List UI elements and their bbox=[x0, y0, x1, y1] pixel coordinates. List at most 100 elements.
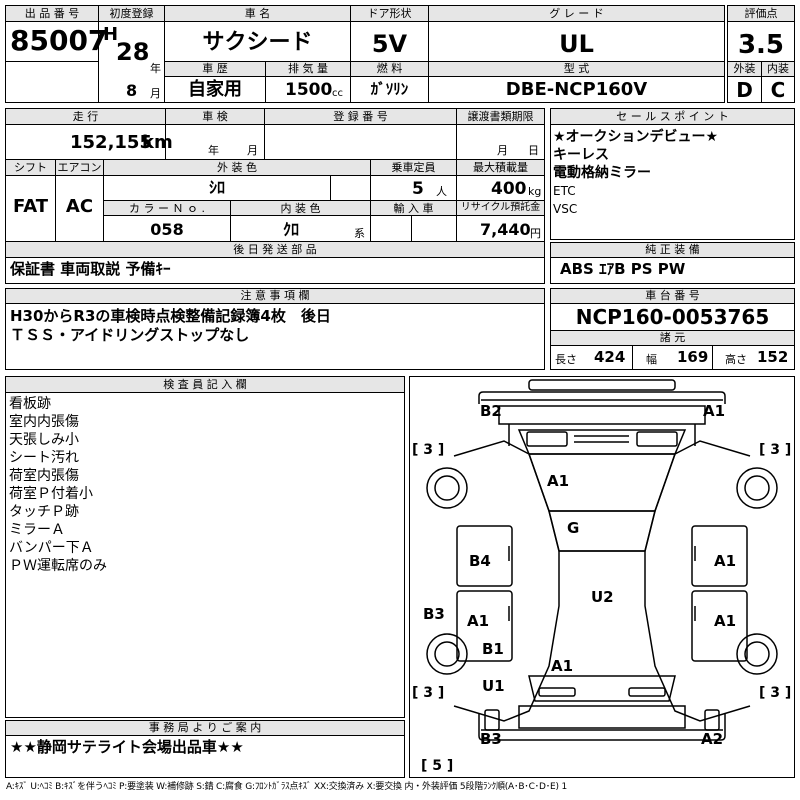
shift: FAT bbox=[12, 196, 49, 217]
inspector-line: 看板跡 bbox=[9, 396, 51, 412]
tire-rear-right: [ 3 ] bbox=[759, 685, 791, 701]
history-label: 車 歴 bbox=[202, 62, 228, 75]
inspector-line: 荷室Ｐ付着小 bbox=[9, 486, 93, 502]
mark-a1-bottom: A1 bbox=[551, 657, 573, 675]
regno-label: 登 録 番 号 bbox=[333, 110, 388, 123]
width-label: 幅 bbox=[646, 353, 657, 366]
exterior-grade: D bbox=[736, 78, 753, 102]
mark-a1-left-lower: A1 bbox=[467, 612, 489, 630]
model-code: DBE-NCP160V bbox=[505, 79, 648, 100]
capacity-label: 乗車定員 bbox=[391, 161, 436, 174]
sales-points-box bbox=[550, 108, 795, 240]
score-label-row bbox=[728, 6, 794, 21]
mark-b3-left: B3 bbox=[423, 605, 445, 623]
inspector-label: 検 査 員 記 入 欄 bbox=[163, 378, 247, 391]
inspector-line: タッチＰ跡 bbox=[9, 504, 79, 520]
sales-point: ★オークションデビュー★ bbox=[553, 129, 719, 145]
color-number: 058 bbox=[150, 220, 184, 239]
score: 3.5 bbox=[737, 30, 785, 60]
mark-g: G bbox=[567, 519, 579, 537]
load-label: 最大積載量 bbox=[473, 161, 528, 174]
capacity-unit: 人 bbox=[436, 185, 447, 198]
inspector-line: バンパー下Ａ bbox=[9, 540, 94, 556]
legend: A:ｷｽﾞ U:ﾍｺﾐ B:ｷｽﾞを伴うﾍｺﾐ P:要塗装 W:補修跡 S:錆 … bbox=[6, 782, 567, 792]
mileage: 152,155 bbox=[70, 132, 152, 153]
inspection-year-unit: 年 bbox=[208, 144, 219, 157]
mark-u1: U1 bbox=[482, 677, 505, 695]
recycle-fee: 7,440 bbox=[480, 220, 531, 239]
displacement: 1500 bbox=[285, 80, 333, 100]
length: 424 bbox=[594, 348, 626, 366]
interior-grade: C bbox=[770, 78, 786, 102]
length-label: 長さ bbox=[555, 353, 577, 366]
reg-year: 28 bbox=[116, 38, 150, 66]
ac-label: エアコン bbox=[57, 161, 102, 174]
specs-label: 諸 元 bbox=[659, 331, 686, 344]
deadline-month-unit: 月 bbox=[497, 144, 508, 157]
grade: UL bbox=[559, 30, 594, 58]
inspection-month-unit: 月 bbox=[247, 144, 258, 157]
mark-roof-a1: A1 bbox=[547, 472, 569, 490]
month-unit: 月 bbox=[150, 87, 161, 100]
sales-point: VSC bbox=[553, 202, 578, 216]
mark-b3-bottom: B3 bbox=[480, 730, 502, 748]
lot-number: 85007 bbox=[10, 24, 108, 57]
era: H bbox=[103, 24, 119, 45]
first-reg-label: 初度登録 bbox=[109, 7, 154, 20]
door-label: ドア形状 bbox=[367, 7, 412, 20]
deadline-label: 譲渡書類期限 bbox=[467, 110, 534, 123]
load-unit: kg bbox=[528, 185, 542, 198]
color-label: 外 装 色 bbox=[217, 161, 257, 174]
capacity: 5 bbox=[412, 179, 424, 199]
inspection-label: 車 検 bbox=[202, 110, 228, 123]
notes-label: 注 意 事 項 欄 bbox=[240, 289, 310, 302]
inspector-line: ＰＷ運転席のみ bbox=[9, 558, 107, 574]
genuine-label: 純 正 装 備 bbox=[645, 243, 700, 256]
car-outline: B2 A1 A1 G B4 A1 U2 B3 A1 A1 B1 A1 U1 B3… bbox=[412, 379, 791, 774]
interior-unit: 系 bbox=[354, 227, 365, 240]
tire-rear-left: [ 3 ] bbox=[412, 685, 444, 701]
year-unit: 年 bbox=[150, 62, 161, 75]
sales-point: キーレス bbox=[553, 147, 609, 163]
mark-b4: B4 bbox=[469, 552, 491, 570]
office-label: 事 務 局 よ り ご 案 内 bbox=[148, 721, 262, 734]
deadline-day-unit: 日 bbox=[528, 144, 539, 157]
mark-a2: A2 bbox=[701, 730, 723, 748]
notes-line2: ＴＳＳ・アイドリングストップなし bbox=[10, 326, 250, 344]
car-name: サクシード bbox=[202, 30, 313, 55]
tire-front-left: [ 3 ] bbox=[412, 442, 444, 458]
car-name-label: 車 名 bbox=[244, 7, 271, 20]
width: 169 bbox=[677, 348, 709, 366]
lot-no-label: 出 品 番 号 bbox=[24, 7, 80, 20]
body-color: ｼﾛ bbox=[208, 178, 225, 197]
inspector-line: 荷室内張傷 bbox=[9, 468, 79, 484]
mark-u2: U2 bbox=[591, 588, 614, 606]
office-message: ★★静岡サテライト会場出品車★★ bbox=[10, 738, 244, 756]
header-label-row2 bbox=[164, 62, 724, 76]
later-parts-label: 後 日 発 送 部 品 bbox=[233, 243, 317, 256]
height: 152 bbox=[757, 348, 789, 366]
header-label-row bbox=[6, 6, 724, 21]
inspector-line: 天張しみ小 bbox=[9, 432, 79, 448]
inspector-notes: 看板跡 室内内張傷 天張しみ小 シート汚れ 荷室内張傷 荷室Ｐ付着小 タッチＰ跡… bbox=[9, 395, 107, 575]
chassis-number: NCP160-0053765 bbox=[575, 305, 770, 329]
score-label: 評価点 bbox=[744, 7, 778, 20]
recycle-label: リサイクル預託金 bbox=[460, 202, 541, 213]
yen-unit: 円 bbox=[530, 227, 541, 240]
sales-points-label: セ ー ル ス ポ イ ン ト bbox=[616, 110, 729, 123]
displacement-label: 排 気 量 bbox=[288, 62, 328, 75]
shift-label: シフト bbox=[14, 161, 47, 174]
inspector-line: 室内内張傷 bbox=[9, 414, 79, 430]
mark-b1: B1 bbox=[482, 640, 504, 658]
sales-point: ETC bbox=[553, 184, 576, 198]
sales-point: 電動格納ミラー bbox=[553, 165, 651, 181]
fuel-label: 燃 料 bbox=[376, 62, 403, 75]
cc-unit: cc bbox=[332, 88, 343, 99]
reg-month: 8 bbox=[126, 81, 138, 100]
later-parts: 保証書 車両取説 予備ｷｰ bbox=[10, 260, 171, 278]
grade-label: グ レ ー ド bbox=[549, 7, 604, 20]
notes-line1: H30からR3の車検時点検整備記録簿4枚 後日 bbox=[10, 307, 331, 325]
genuine-equipment: ABS ｴｱB PS PW bbox=[560, 260, 686, 278]
inspector-box bbox=[5, 376, 405, 718]
height-label: 高さ bbox=[725, 353, 747, 366]
